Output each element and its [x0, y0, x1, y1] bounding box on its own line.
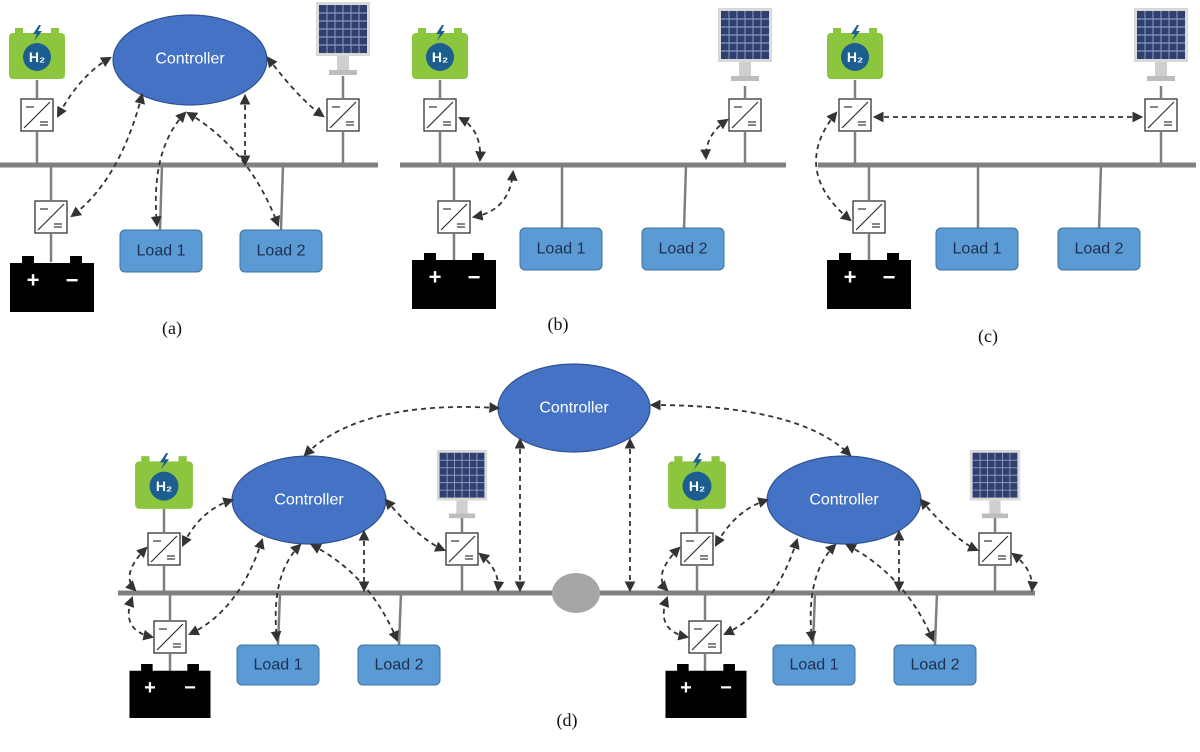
panel-d: Controller H₂ + − Controller Load 1	[118, 363, 1039, 731]
load-2	[893, 644, 977, 686]
load-2	[239, 229, 323, 273]
controller-label: Controller	[155, 51, 225, 68]
load-1	[935, 227, 1019, 271]
battery-minus: −	[720, 677, 732, 699]
caption-c: (c)	[978, 326, 998, 347]
panel-a: H₂ + − Controller Load 1 Load 2 (a)	[0, 2, 378, 339]
dc-dc-converter-icon	[147, 532, 181, 566]
caption-d: (d)	[557, 710, 578, 731]
solar-panel-icon	[1133, 8, 1189, 82]
load-2-label: Load 2	[375, 657, 424, 674]
load-1-label: Load 1	[953, 241, 1002, 258]
battery-minus: −	[468, 265, 481, 290]
solar-panel-icon	[969, 450, 1021, 519]
dc-dc-converter-icon	[153, 620, 187, 654]
battery-minus: −	[184, 677, 196, 699]
dc-dc-converter-icon	[852, 200, 886, 234]
dc-dc-converter-icon	[437, 200, 471, 234]
battery-plus: +	[429, 265, 442, 290]
panel-b: H₂ + − Load 1 Load 2 (b)	[400, 8, 786, 335]
battery-minus: −	[883, 265, 896, 290]
panel-c: H₂ + − Load 1 Load 2 (c)	[815, 8, 1196, 347]
load-2-label: Load 2	[911, 657, 960, 674]
solar-panel-icon	[717, 8, 773, 82]
local-controller-right-label: Controller	[809, 492, 879, 509]
load-1	[236, 644, 320, 686]
dc-dc-converter-icon	[838, 98, 872, 132]
battery-plus: +	[844, 265, 857, 290]
h2-label: H₂	[689, 478, 705, 494]
load-1	[119, 229, 203, 273]
battery-icon	[827, 253, 911, 309]
battery-icon	[412, 253, 496, 309]
h2-label: H₂	[847, 49, 863, 65]
battery-plus: +	[144, 677, 156, 699]
load-2-label: Load 2	[257, 243, 306, 260]
h2-label: H₂	[29, 49, 45, 65]
h2-label: H₂	[156, 478, 172, 494]
dc-dc-converter-icon	[680, 532, 714, 566]
load-1-label: Load 1	[254, 657, 303, 674]
local-controller-left-label: Controller	[274, 492, 344, 509]
load-2	[357, 644, 441, 686]
caption-a: (a)	[162, 318, 182, 339]
load-2	[641, 227, 725, 271]
load-2	[1057, 227, 1141, 271]
battery-minus: −	[66, 268, 79, 293]
dc-dc-converter-icon	[423, 98, 457, 132]
dc-dc-converter-icon	[326, 98, 360, 132]
h2-label: H₂	[432, 49, 448, 65]
main-controller-label: Controller	[539, 400, 609, 417]
solar-panel-icon	[315, 2, 371, 76]
battery-icon	[665, 664, 747, 718]
dc-dc-converter-icon	[978, 532, 1012, 566]
dc-dc-converter-icon	[20, 98, 54, 132]
load-1-label: Load 1	[790, 657, 839, 674]
junction-switch	[552, 573, 600, 613]
dc-dc-converter-icon	[728, 98, 762, 132]
load-1-label: Load 1	[537, 241, 586, 258]
battery-plus: +	[27, 268, 40, 293]
load-1	[519, 227, 603, 271]
battery-plus: +	[680, 677, 692, 699]
dc-dc-converter-icon	[34, 200, 68, 234]
load-1-label: Load 1	[137, 243, 186, 260]
dc-dc-converter-icon	[445, 532, 479, 566]
load-1	[772, 644, 856, 686]
battery-icon	[129, 664, 211, 718]
dc-dc-converter-icon	[688, 620, 722, 654]
load-2-label: Load 2	[659, 241, 708, 258]
dc-dc-converter-icon	[1144, 98, 1178, 132]
solar-panel-icon	[436, 450, 488, 519]
battery-icon	[10, 256, 94, 312]
load-2-label: Load 2	[1075, 241, 1124, 258]
caption-b: (b)	[548, 314, 569, 335]
